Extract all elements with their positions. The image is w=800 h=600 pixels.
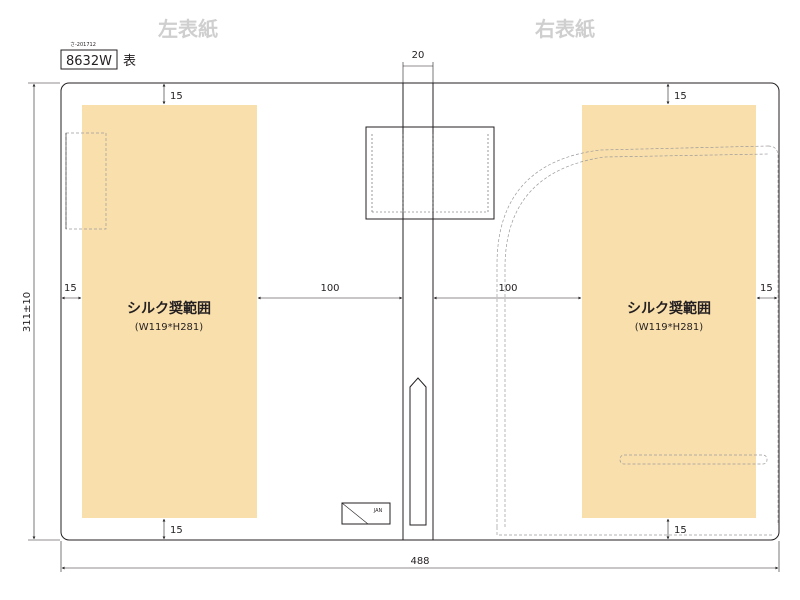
dim-side-left: 15 [64,283,77,294]
pocket-right-edge [767,145,779,525]
silk-area-right-title: シルク奨範囲 [627,300,711,317]
pocket-outline-inner [504,153,769,527]
dim-bottom-left: 15 [170,525,183,536]
dim-side-right: 15 [760,283,773,294]
spine [402,82,434,541]
pen-slot-right [619,454,768,465]
spine-label-holder [365,126,495,220]
pocket-bottom-edge [496,527,774,536]
model-code: 8632W [66,54,112,69]
dim-top-right: 15 [674,91,687,102]
silk-area-right-size: (W119*H281) [635,322,703,333]
silk-area-left [82,105,257,518]
dim-bottom-right: 15 [674,525,687,536]
dim-total-height: 311±10 [22,292,33,332]
model-code-box [60,49,118,70]
dim-spine-width: 20 [412,50,425,61]
dim-gap-right: 100 [498,283,517,294]
silk-area-left-title: シルク奨範囲 [127,300,211,317]
card-slot-left [65,132,107,230]
side-mark: 表 [123,54,136,69]
pen-loop [409,377,427,526]
dim-top-left: 15 [170,91,183,102]
jan-box-slash [341,502,369,525]
left-cover-heading: 左表紙 [158,17,218,41]
dim-gap-left: 100 [320,283,339,294]
version-note: さ-201712 [70,41,96,48]
silk-area-right [582,105,756,518]
jan-label: JAN [373,508,383,514]
jan-box [341,502,391,525]
dim-total-width: 488 [410,556,429,567]
silk-area-left-size: (W119*H281) [135,322,203,333]
pocket-outline-outer [496,145,769,527]
right-cover-heading: 右表紙 [535,17,595,41]
